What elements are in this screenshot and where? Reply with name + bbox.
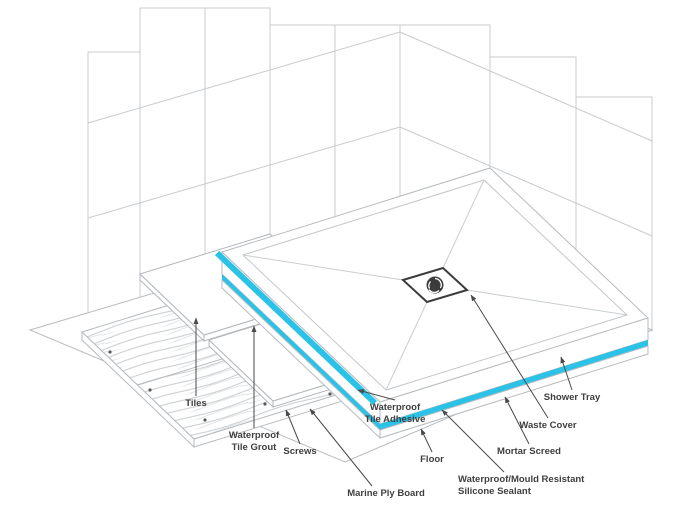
- screws-group: [108, 350, 332, 422]
- leader-mortar: [504, 396, 530, 445]
- leader-lines: [193, 294, 573, 487]
- ply-left-edge: [81, 330, 195, 449]
- sealant-strip-right: [380, 340, 648, 430]
- leader-sealant: [441, 409, 505, 473]
- leader-adhesive: [357, 389, 396, 401]
- screw-dot: [263, 402, 267, 406]
- leader-waste: [470, 294, 549, 419]
- waste-cover: [401, 266, 469, 304]
- waste-swirl-icon: [426, 276, 444, 294]
- screw-dot: [328, 392, 332, 396]
- leader-marine-ply: [309, 408, 373, 487]
- adhesive-strip: [214, 250, 378, 406]
- screw-dot: [108, 350, 112, 354]
- screw-dot: [203, 418, 207, 422]
- drain-crease-lines: [242, 179, 628, 391]
- leader-shower-tray: [560, 356, 573, 391]
- sealant-strip-left: [222, 274, 380, 430]
- screw-dot: [148, 388, 152, 392]
- leader-floor: [420, 428, 433, 453]
- leader-screws: [285, 409, 301, 445]
- left-wall-tile-grid: [87, 8, 401, 298]
